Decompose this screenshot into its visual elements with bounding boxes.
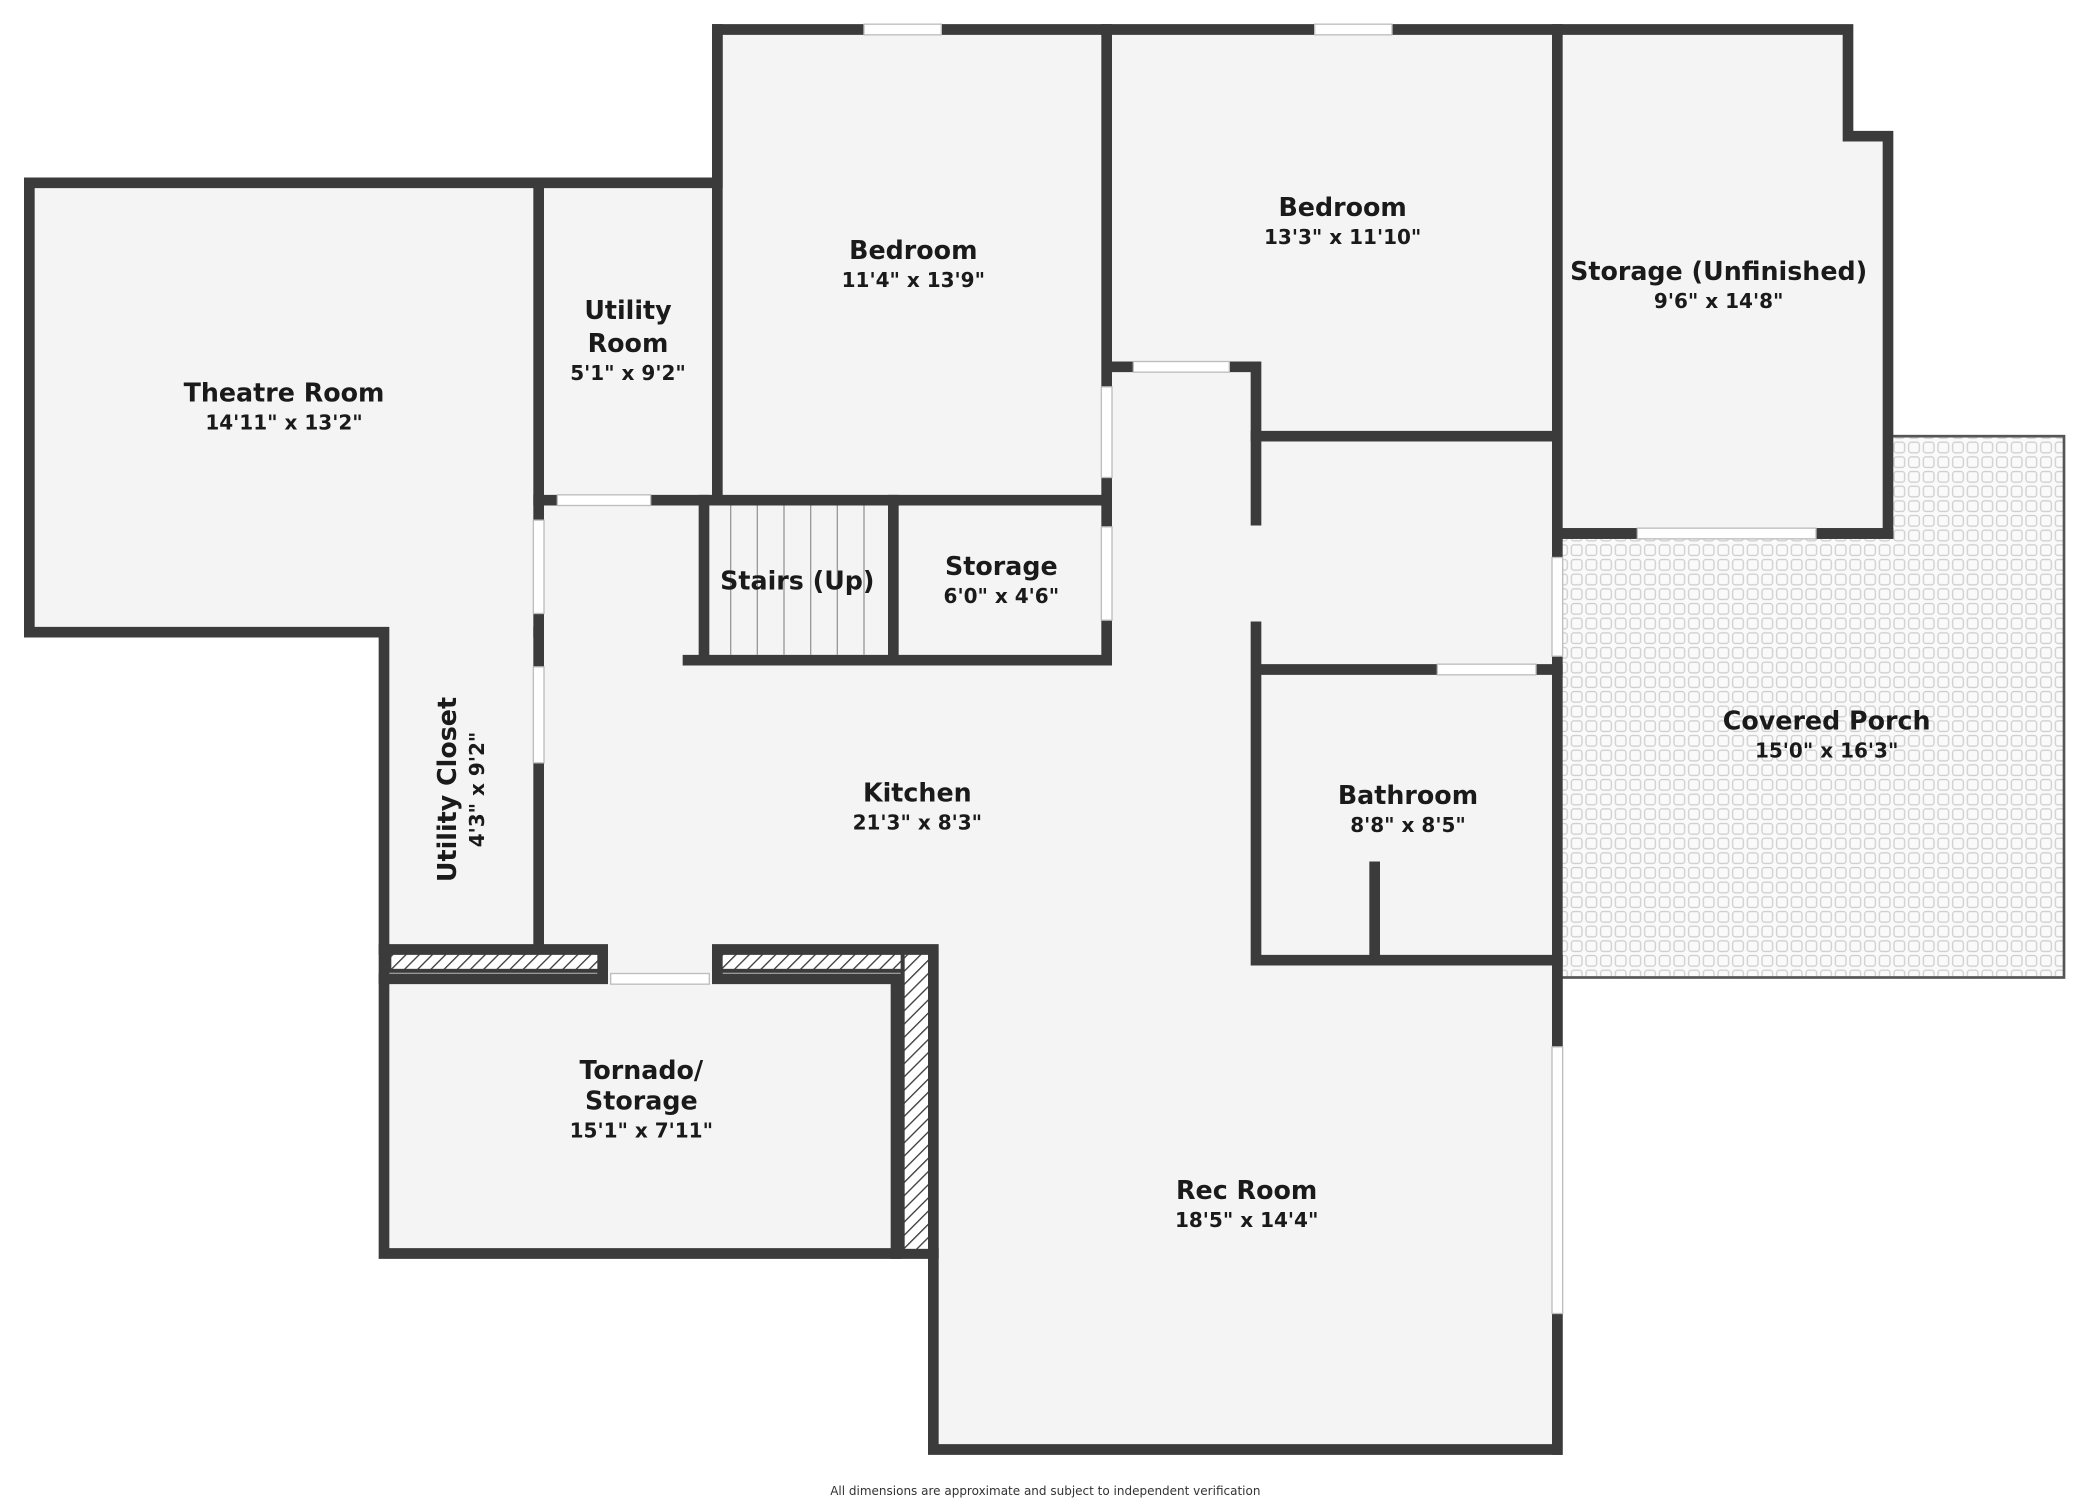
stairs-treads xyxy=(730,505,865,655)
door xyxy=(532,519,545,615)
openings xyxy=(532,23,1817,1315)
hatched-wall xyxy=(387,950,605,973)
room-name: Stairs (Up) xyxy=(720,566,874,596)
hatched-wall xyxy=(900,950,934,1253)
room-dims: 4'3" x 9'2" xyxy=(465,732,489,848)
room-dims: 6'0" x 4'6" xyxy=(944,584,1060,608)
room-name: Storage xyxy=(585,1086,698,1116)
room-name: Bedroom xyxy=(849,235,977,265)
room-dims: 18'5" x 14'4" xyxy=(1175,1208,1318,1232)
door xyxy=(1551,556,1564,657)
door xyxy=(1636,527,1817,540)
room-name: Covered Porch xyxy=(1723,706,1931,736)
room-name: Utility xyxy=(584,295,672,325)
room-name: Bathroom xyxy=(1338,780,1478,810)
room-dims: 14'11" x 13'2" xyxy=(205,411,362,435)
room-dims: 11'4" x 13'9" xyxy=(842,268,985,292)
room-dims: 21'3" x 8'3" xyxy=(853,811,983,835)
disclaimer: All dimensions are approximate and subje… xyxy=(830,1484,1260,1498)
window xyxy=(863,23,942,36)
room-dims: 15'0" x 16'3" xyxy=(1755,739,1898,763)
room-name: Room xyxy=(588,328,669,358)
room-name: Storage (Unfinished) xyxy=(1570,256,1867,286)
room-dims: 9'6" x 14'8" xyxy=(1654,289,1784,313)
door xyxy=(1436,663,1537,676)
room-name: Kitchen xyxy=(863,778,972,808)
window xyxy=(1314,23,1393,36)
room-name: Tornado/ xyxy=(579,1055,703,1085)
hatched-wall xyxy=(715,950,933,973)
room-name: Storage xyxy=(945,551,1058,581)
door xyxy=(1100,526,1113,621)
door xyxy=(1132,360,1230,373)
door xyxy=(532,666,545,764)
room-name: Utility Closet xyxy=(432,697,462,882)
room-dims: 8'8" x 8'5" xyxy=(1350,813,1466,837)
door xyxy=(556,494,652,507)
room-name: Rec Room xyxy=(1176,1175,1317,1205)
room-dims: 15'1" x 7'11" xyxy=(570,1119,713,1143)
door xyxy=(610,972,710,985)
room-dims: 5'1" x 9'2" xyxy=(570,361,686,385)
interior-walls xyxy=(378,24,1894,1455)
room-name: Theatre Room xyxy=(184,378,385,408)
door xyxy=(1100,386,1113,479)
room-name: Bedroom xyxy=(1279,192,1407,222)
door xyxy=(1551,1046,1564,1315)
room-dims: 13'3" x 11'10" xyxy=(1264,225,1421,249)
